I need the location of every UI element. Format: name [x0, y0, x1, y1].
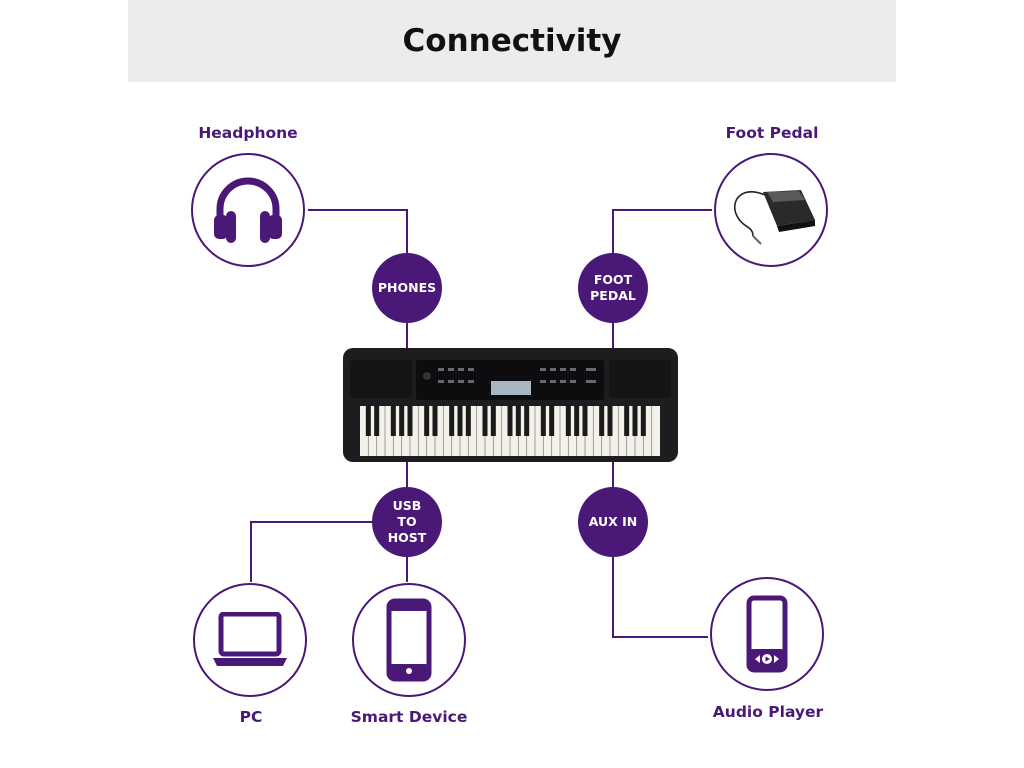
port-phones: PHONES [372, 253, 442, 323]
black-key [490, 406, 496, 436]
black-key [607, 406, 613, 436]
port-aux-in: AUX IN [578, 487, 648, 557]
black-key [640, 406, 646, 436]
device-pc [193, 583, 307, 697]
black-key [465, 406, 471, 436]
device-headphone [191, 153, 305, 267]
black-key [432, 406, 438, 436]
black-key [540, 406, 546, 436]
header-banner: Connectivity [128, 0, 896, 82]
device-audio-player [710, 577, 824, 691]
black-key [399, 406, 405, 436]
keyboard-illustration [343, 348, 678, 462]
smartphone-icon [386, 598, 432, 682]
black-key [524, 406, 530, 436]
keyboard-speaker-left [350, 360, 412, 398]
black-key [449, 406, 455, 436]
foot-pedal-icon [733, 190, 815, 245]
page-title: Connectivity [402, 23, 622, 59]
black-key [374, 406, 380, 436]
black-key [507, 406, 513, 436]
device-smart-device [352, 583, 466, 697]
keyboard-speaker-right [609, 360, 671, 398]
black-key [574, 406, 580, 436]
black-key [582, 406, 588, 436]
audio-player-icon [746, 595, 788, 673]
keyboard-lcd-screen [491, 381, 531, 395]
black-key [390, 406, 396, 436]
device-foot-pedal [714, 153, 828, 267]
black-key [457, 406, 463, 436]
black-key [407, 406, 413, 436]
label-foot-pedal: Foot Pedal [725, 124, 819, 142]
black-key [624, 406, 630, 436]
keyboard-buttons [438, 368, 596, 383]
label-headphone: Headphone [198, 124, 298, 142]
black-key [565, 406, 571, 436]
label-smart-device: Smart Device [350, 708, 468, 726]
label-pc: PC [239, 708, 263, 726]
keyboard-black-keys [365, 406, 646, 436]
port-usb-to-host: USB TO HOST [372, 487, 442, 557]
black-key [424, 406, 430, 436]
label-audio-player: Audio Player [712, 703, 824, 721]
black-key [549, 406, 555, 436]
headphone-icon [214, 177, 282, 243]
black-key [365, 406, 371, 436]
keyboard-dial [423, 372, 431, 380]
black-key [482, 406, 488, 436]
black-key [599, 406, 605, 436]
black-key [515, 406, 521, 436]
laptop-icon [213, 612, 287, 666]
black-key [632, 406, 638, 436]
port-foot-pedal: FOOT PEDAL [578, 253, 648, 323]
